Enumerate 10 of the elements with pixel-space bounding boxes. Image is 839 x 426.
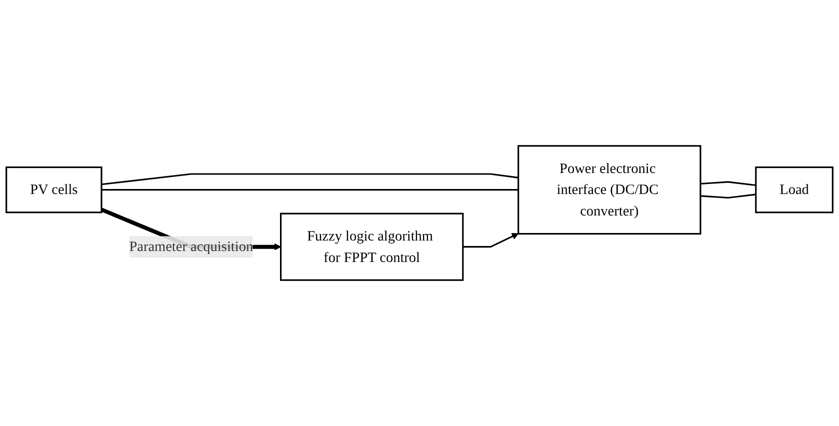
connector [101, 173, 518, 186]
node-box: PV cells [6, 166, 102, 214]
connector [700, 181, 756, 186]
edge-label: Parameter acquisition [129, 238, 254, 254]
node-box: Fuzzy logic algorithm for FPPT control [280, 212, 464, 281]
connector [700, 194, 756, 199]
connector [101, 189, 518, 191]
node-box: Power electronic interface (DC/DC converter) [518, 145, 702, 235]
node-box: Load [755, 166, 834, 214]
arrow [462, 233, 519, 248]
